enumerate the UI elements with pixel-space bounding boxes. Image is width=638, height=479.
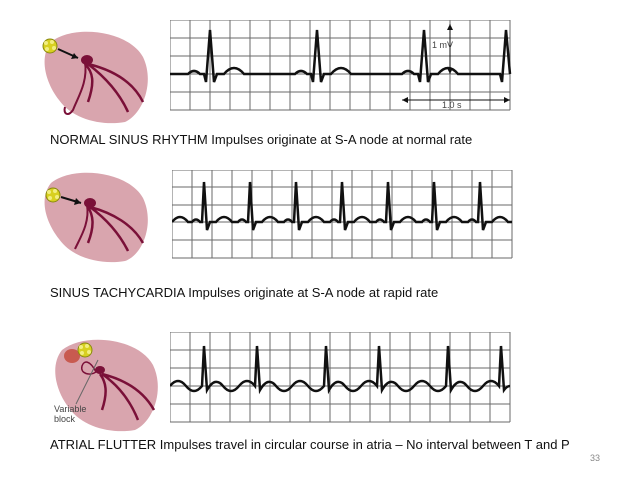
ecg-grid xyxy=(170,20,511,111)
atrial-circuit-icon xyxy=(64,349,80,363)
time-scale: 1.0 s xyxy=(402,97,510,110)
caption-atrial-flutter: ATRIAL FLUTTER Impulses travel in circul… xyxy=(50,437,570,452)
ecg-trace xyxy=(172,181,512,231)
av-node xyxy=(84,198,96,208)
ecg-grid xyxy=(170,332,511,423)
ecg-strip-atrial-flutter xyxy=(170,332,511,423)
scale-time-label: 1.0 s xyxy=(442,100,462,110)
amplitude-scale: 1 mV xyxy=(432,24,453,74)
ecg-strip-tachycardia xyxy=(172,170,513,259)
sa-node-icon xyxy=(42,38,58,54)
variable-block-label-line1: Variable xyxy=(54,404,86,414)
scale-amplitude-label: 1 mV xyxy=(432,40,453,50)
heart-diagram-tachycardia xyxy=(44,172,148,263)
sa-node-icon xyxy=(45,187,61,203)
av-node xyxy=(81,55,93,65)
ecg-strip-normal: 1 mV 1.0 s xyxy=(170,20,512,111)
ecg-trace xyxy=(170,345,511,395)
variable-block-label-line2: block xyxy=(54,414,76,424)
ecg-trace xyxy=(170,29,512,83)
page-number: 33 xyxy=(590,453,601,463)
heart-diagram-normal xyxy=(42,31,148,124)
caption-normal-sinus-rhythm: NORMAL SINUS RHYTHM Impulses originate a… xyxy=(50,132,473,147)
av-node xyxy=(95,366,105,374)
caption-sinus-tachycardia: SINUS TACHYCARDIA Impulses originate at … xyxy=(50,285,439,300)
sa-node-icon xyxy=(77,342,93,358)
heart-diagram-atrial-flutter: Variable block xyxy=(54,339,158,432)
